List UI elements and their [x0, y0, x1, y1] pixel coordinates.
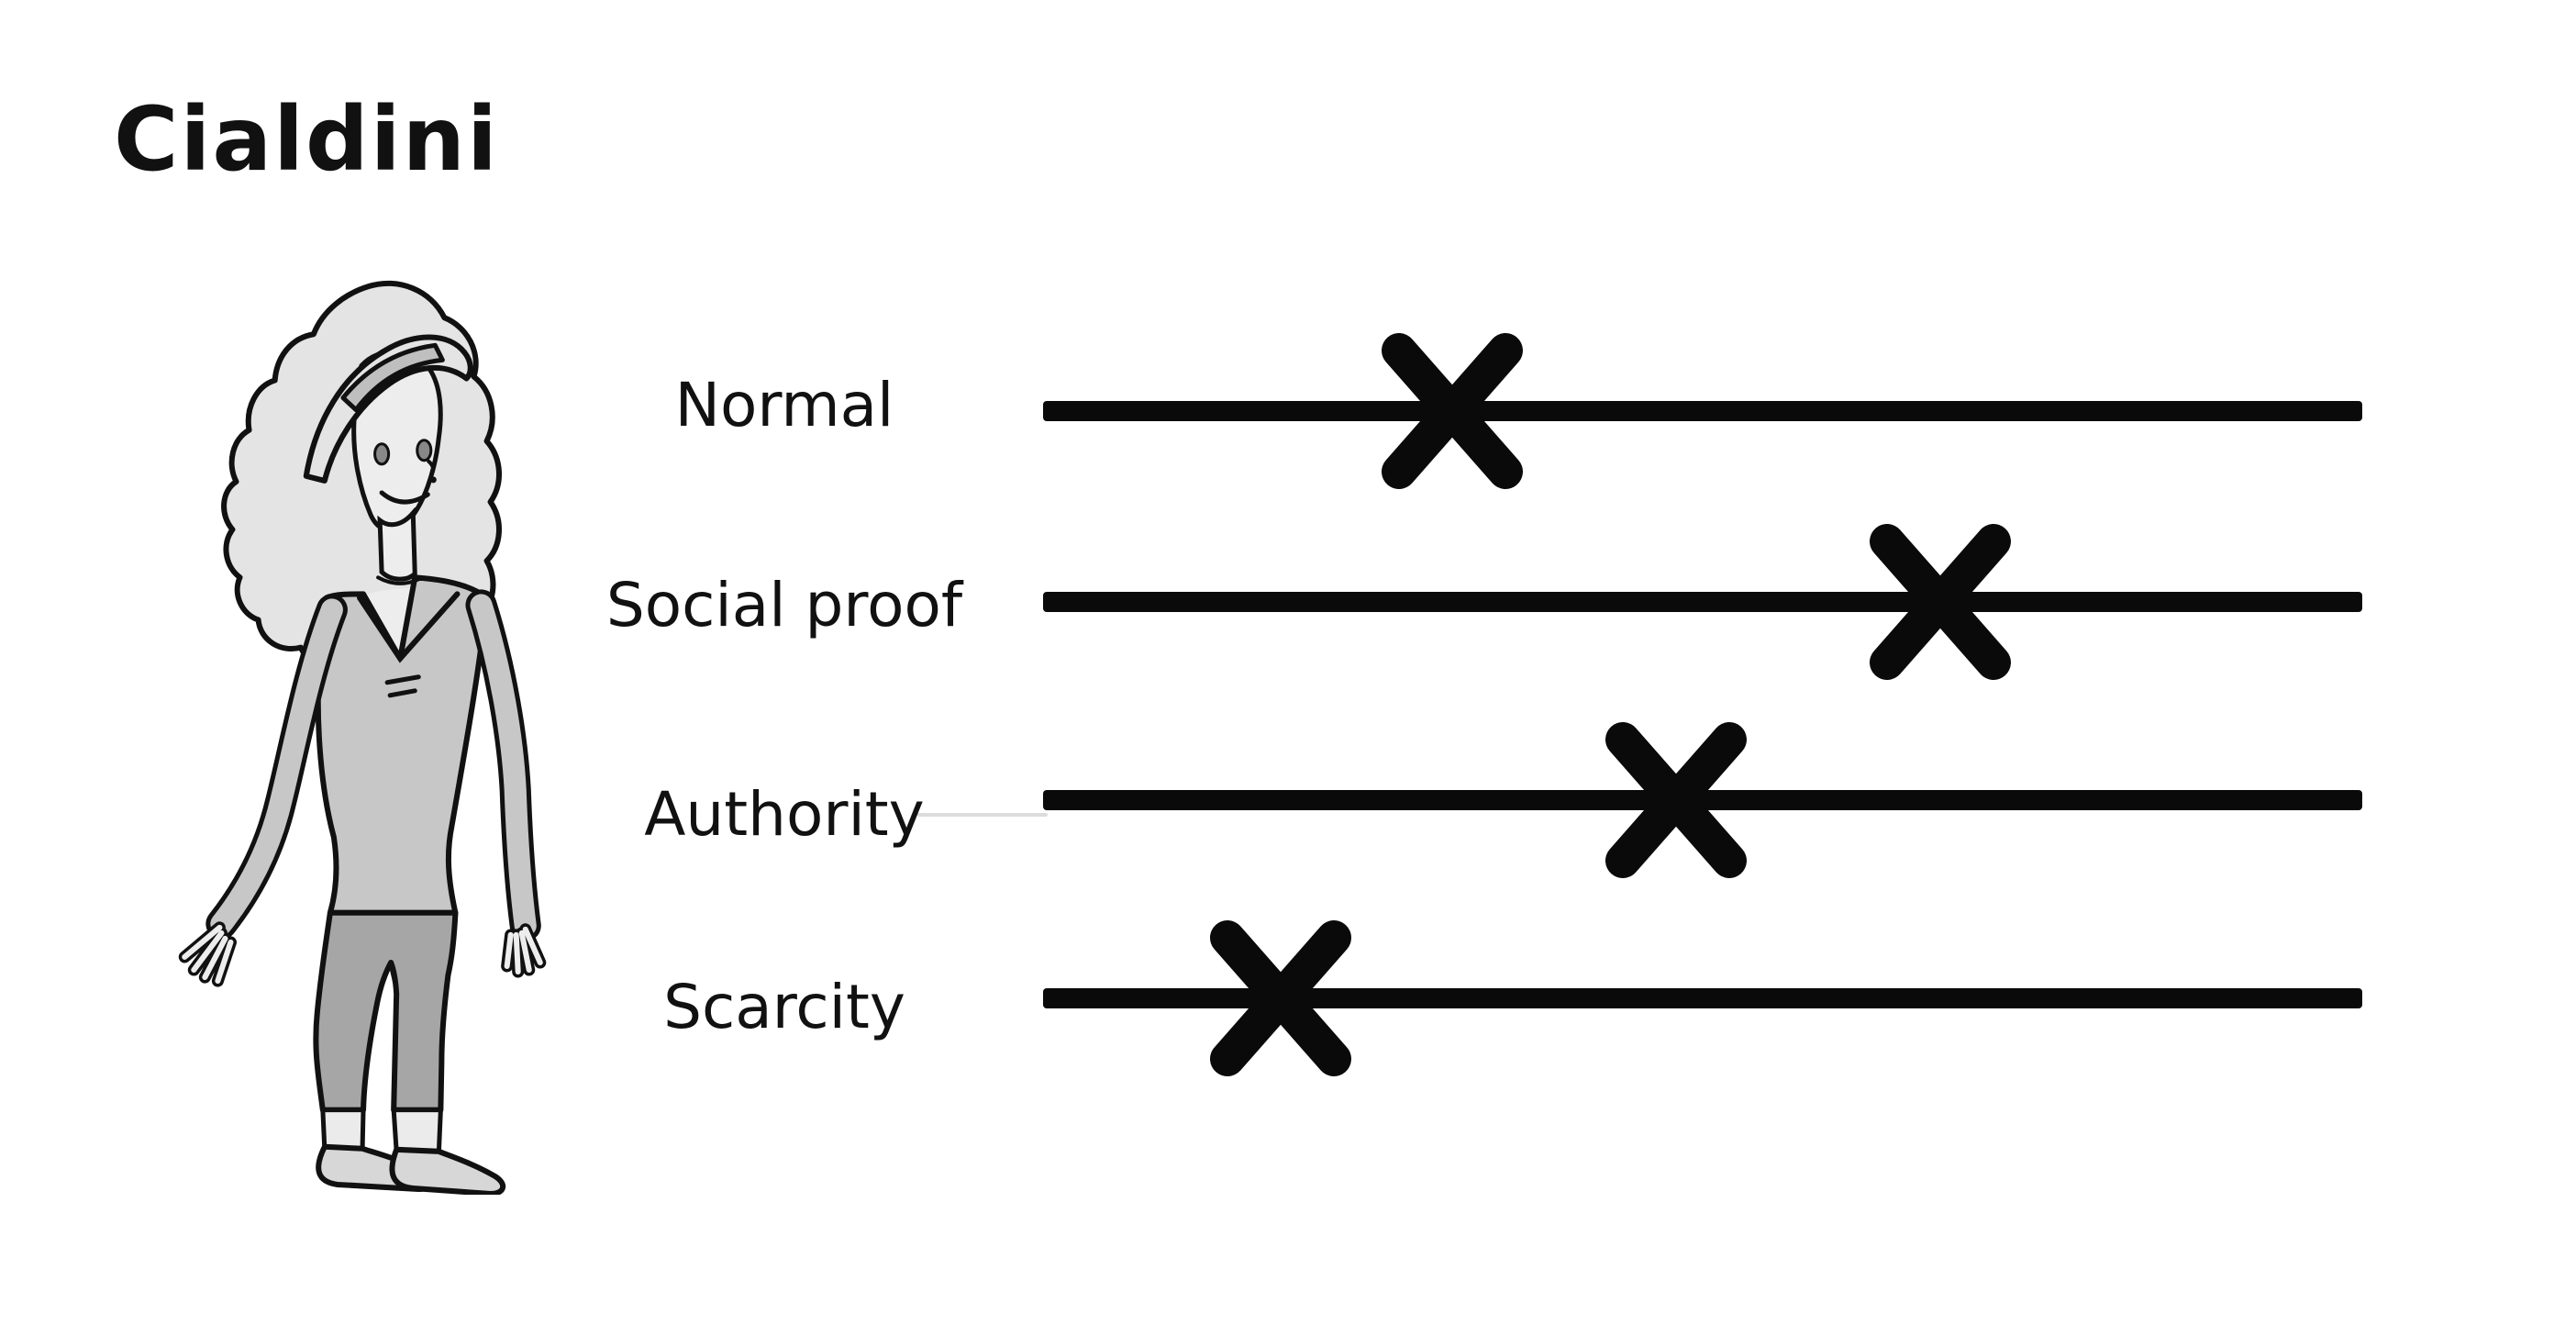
crotch-line	[388, 962, 398, 987]
left-hand	[178, 921, 237, 987]
right-hand	[501, 923, 547, 978]
x-marker-normal	[1381, 333, 1523, 489]
right-arm	[470, 594, 537, 937]
authority-guide-line	[917, 813, 1048, 817]
torso-top	[315, 574, 490, 916]
scale-label-normal: Normal	[674, 370, 894, 440]
right-shoe	[389, 1146, 506, 1195]
v-neck-collar	[357, 591, 461, 663]
neck	[377, 507, 417, 582]
left-arm	[210, 598, 343, 935]
scale-label-authority: Authority	[644, 779, 925, 850]
x-marker-authority	[1605, 722, 1748, 878]
left-eye	[373, 442, 391, 466]
leggings	[313, 909, 459, 1113]
x-marker-scarcity	[1209, 920, 1351, 1076]
scale-track-scarcity	[1043, 920, 2362, 1076]
scale-label-scarcity: Scarcity	[663, 972, 905, 1042]
choker	[376, 575, 421, 585]
nose	[427, 459, 436, 476]
x-marker-social-proof	[1869, 524, 2011, 680]
headband	[340, 342, 445, 413]
scale-track-authority	[1043, 722, 2362, 878]
scale-track-social-proof	[1043, 524, 2362, 680]
scale-track-normal	[1043, 333, 2362, 489]
page-title: Cialdini	[114, 88, 499, 191]
chest-equals-mark	[384, 674, 421, 698]
smile	[379, 490, 430, 505]
nose-dot	[429, 476, 437, 484]
scale-label-social-proof: Social proof	[605, 570, 963, 640]
right-eye	[416, 439, 433, 462]
woman-figure-illustration	[178, 280, 547, 1195]
